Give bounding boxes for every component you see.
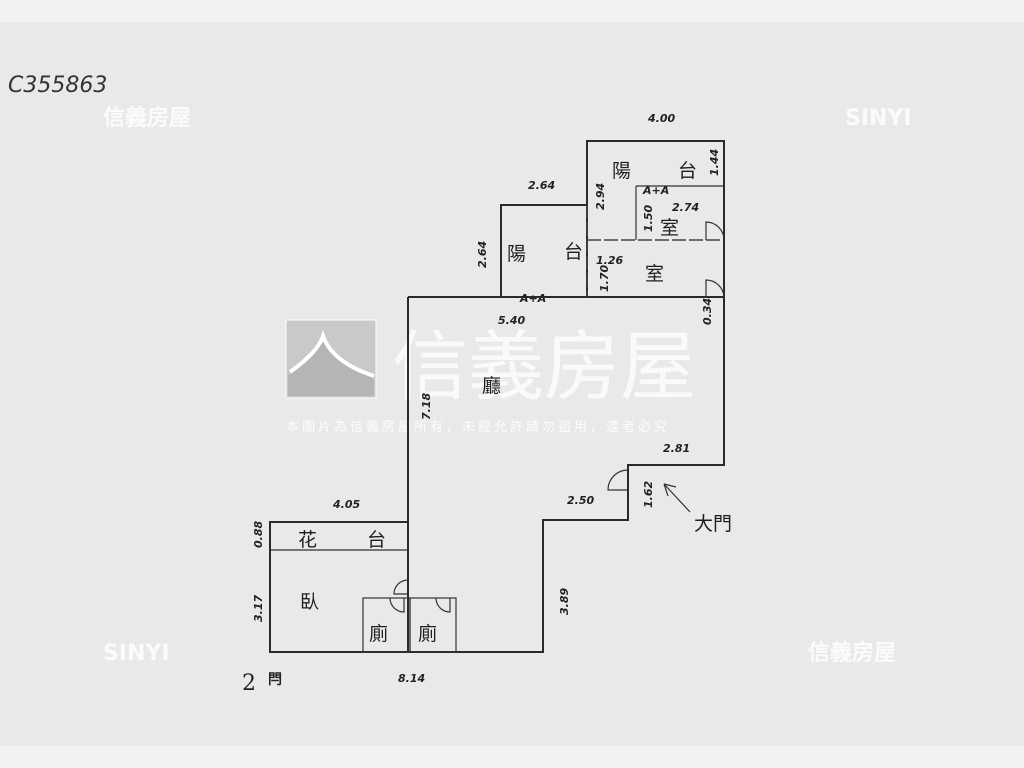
label-entrance: 大門	[694, 513, 732, 535]
watermark-en-topright: SINYI	[845, 106, 912, 131]
label-balcony-top-1: 陽	[612, 160, 631, 182]
listing-code: C355863	[8, 73, 107, 98]
label-planter-2: 台	[367, 529, 386, 551]
dim-planter-width: 4.05	[332, 498, 360, 511]
dim-balcony-depth: 2.94	[594, 183, 607, 210]
dim-total-width: 8.14	[398, 672, 425, 685]
watermark-en-bottomleft: SINYI	[103, 641, 170, 666]
dim-left-balcony-width: 2.64	[528, 179, 555, 192]
floor-number: 2	[242, 671, 256, 696]
dim-small-room-depth: 1.50	[642, 205, 655, 232]
label-toilet-1: 廁	[369, 622, 388, 645]
label-balcony-left-1: 陽	[507, 243, 526, 265]
dim-door-depth: 1.62	[642, 481, 655, 508]
dim-planter-depth: 0.88	[252, 521, 265, 548]
floor-mark: 閂	[268, 672, 282, 688]
label-bedroom: 臥	[300, 591, 319, 613]
window-marks-top: A+A	[642, 184, 669, 197]
dim-lower-depth: 3.89	[558, 588, 571, 615]
label-balcony-left-2: 台	[564, 241, 583, 263]
dim-living-width: 5.40	[498, 314, 525, 327]
window-marks-left: A+A	[519, 292, 546, 305]
dim-step-width: 2.50	[567, 494, 594, 507]
label-toilet-2: 廁	[418, 622, 437, 645]
dim-room-depth: 1.70	[598, 265, 611, 292]
watermark-brand-large: 信義房屋	[392, 322, 696, 411]
walls	[269, 140, 725, 653]
label-balcony-top-2: 台	[678, 160, 697, 182]
dim-small-room-width: 2.74	[672, 201, 699, 214]
dim-balcony-width: 4.00	[647, 112, 675, 125]
entrance-arrow-icon	[663, 483, 691, 513]
dim-bedroom-depth: 3.17	[252, 595, 265, 622]
label-planter-1: 花	[298, 529, 317, 551]
paper-background	[0, 22, 1024, 746]
label-room-main: 室	[645, 263, 664, 285]
dim-room-width: 1.26	[596, 254, 623, 267]
dim-living-depth: 7.18	[420, 393, 433, 420]
watermark-notice: 本圖片為信義房屋所有，未經允許請勿盜用，違者必究	[286, 419, 670, 435]
sinyi-logo	[285, 319, 377, 399]
dim-right-small: 0.34	[701, 298, 714, 325]
dim-left-balcony-depth: 2.64	[476, 241, 489, 268]
label-living: 廳	[482, 375, 501, 397]
dim-balcony-right: 1.44	[708, 149, 721, 176]
watermark-cn-bottomright: 信義房屋	[808, 640, 896, 666]
label-room-small: 室	[660, 217, 679, 239]
dim-right-step: 2.81	[663, 442, 690, 455]
watermark-cn-topleft: 信義房屋	[103, 105, 191, 131]
